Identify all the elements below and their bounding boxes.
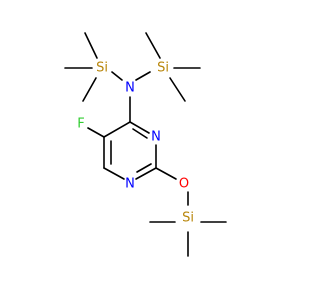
- bond-c5-f: [87, 127, 105, 138]
- bond-c4-n3: [129, 121, 150, 134]
- bond-c4-c5: [103, 121, 131, 138]
- atom-n-ring-3: N: [151, 130, 161, 145]
- bond-n1-c2-double: [136, 163, 152, 173]
- bond-si-right-methyl-bottom: [169, 77, 186, 102]
- bond-n1-c2: [135, 167, 157, 180]
- atom-f: F: [77, 117, 84, 132]
- atom-labels: Si Si N F N N O Si: [77, 61, 194, 226]
- atom-n-amine: N: [125, 81, 135, 96]
- molecule-structure-diagram: Si Si N F N N O Si: [64, 32, 227, 257]
- bond-si-right-methyl-top: [145, 32, 161, 59]
- atom-si-right: Si: [157, 61, 169, 76]
- bond-c6-n1: [103, 167, 125, 180]
- atom-n-ring-1: N: [125, 177, 135, 192]
- atom-si-bottom: Si: [182, 211, 194, 226]
- bonds: [64, 32, 227, 257]
- bond-si-left-methyl-top: [84, 32, 98, 59]
- bond-c4-n3-double: [132, 128, 148, 139]
- bond-si-left-n: [111, 71, 123, 81]
- bond-n-si-right: [135, 71, 151, 81]
- bond-si-left-methyl-bottom: [82, 77, 97, 102]
- atom-o: O: [179, 177, 189, 192]
- bond-c2-o: [155, 167, 177, 180]
- atom-si-left: Si: [96, 61, 108, 76]
